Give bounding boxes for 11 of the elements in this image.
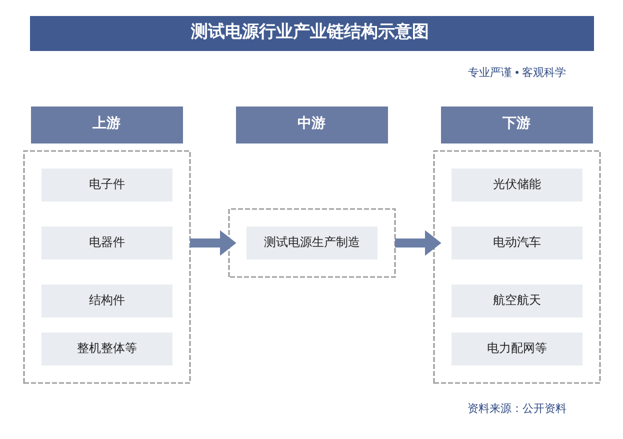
cluster: [22, 150, 190, 384]
node-box: 下游: [440, 106, 592, 144]
cluster: [432, 150, 600, 384]
arrow: [190, 230, 236, 256]
diagram-title: 测试电源行业产业链结构示意图: [190, 22, 428, 42]
label: 资料来源：公开资料: [467, 402, 566, 415]
label: 专业严谨 • 客观科学: [468, 66, 566, 79]
node-box: 上游: [30, 106, 182, 144]
arrow: [394, 230, 441, 256]
cluster: [228, 208, 396, 278]
node-box: 中游: [236, 106, 388, 144]
